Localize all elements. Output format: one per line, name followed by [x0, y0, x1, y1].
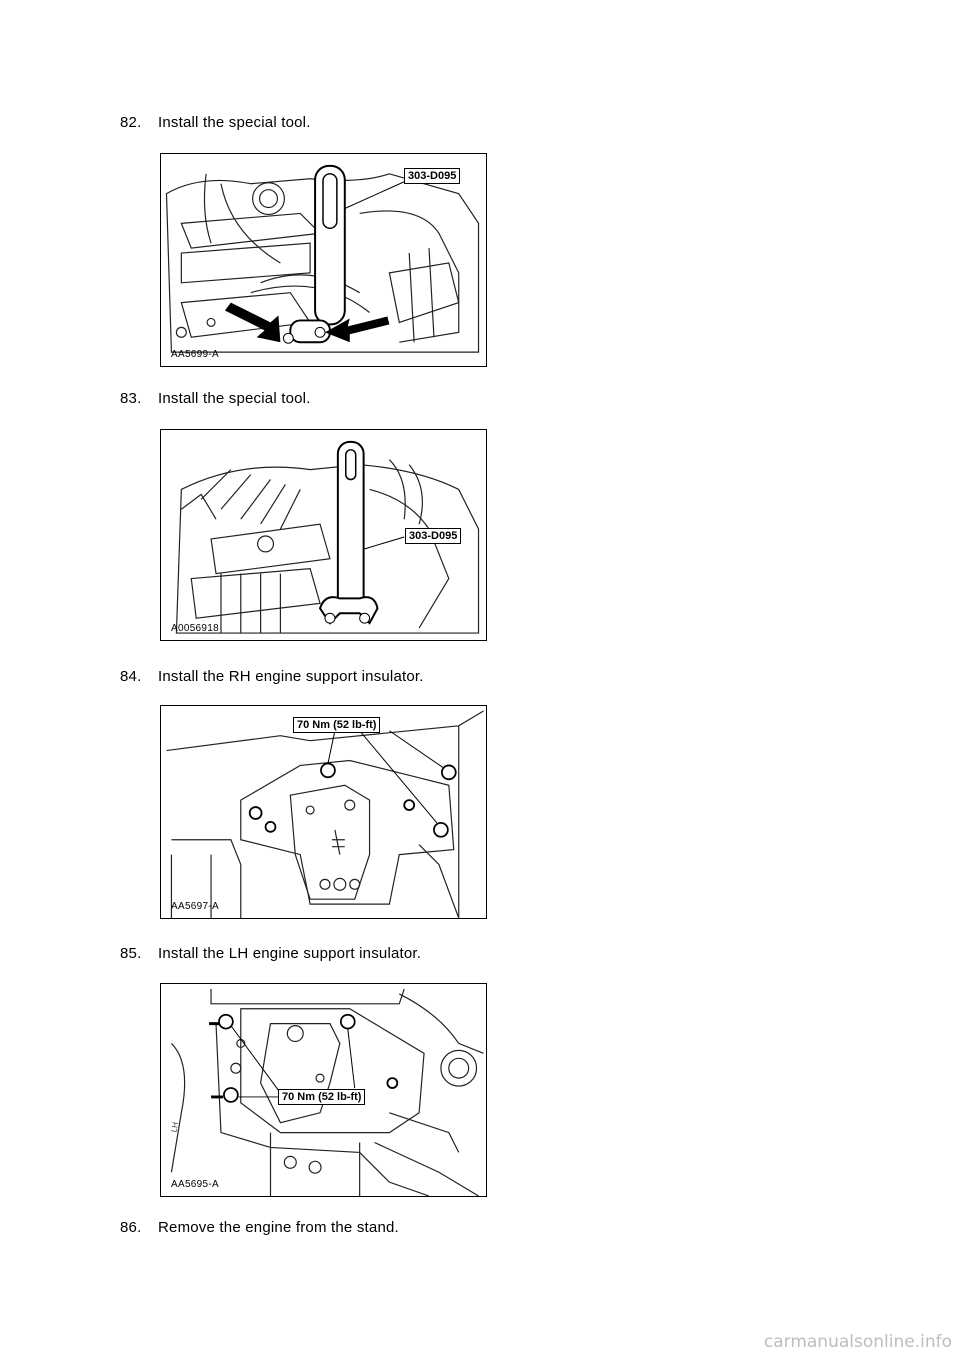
step-number: 86. [120, 1219, 142, 1236]
figure-lh-insulator: LH 70 Nm (52 lb-ft) AA5695-A [160, 983, 487, 1197]
step-82: 82. Install the special tool. [120, 114, 311, 131]
step-84: 84. Install the RH engine support insulat… [120, 668, 424, 685]
figure-id: A0056918 [171, 623, 220, 634]
step-number: 84. [120, 668, 142, 685]
arrow-right [324, 316, 390, 343]
step-85: 85. Install the LH engine support insulat… [120, 945, 421, 962]
step-86: 86. Remove the engine from the stand. [120, 1219, 399, 1236]
figure-rh-insulator: 70 Nm (52 lb-ft) AA5697-A [160, 705, 487, 919]
step-text: Install the special tool. [158, 114, 311, 131]
step-number: 85. [120, 945, 142, 962]
lh-insulator-illustration: LH [169, 988, 484, 1196]
watermark-footer: carmanualsonline.info [763, 1332, 952, 1352]
step-text: Install the special tool. [158, 390, 311, 407]
step-number: 82. [120, 114, 142, 131]
step-text: Install the RH engine support insulator. [158, 668, 424, 685]
tool-callout: 303-D095 [404, 168, 461, 184]
rh-insulator-illustration [166, 710, 484, 918]
tool-callout: 303-D095 [405, 528, 462, 544]
figure-special-tool-1: 303-D095 AA5699-A [160, 153, 487, 367]
engine-illustration-1 [165, 164, 480, 353]
step-number: 83. [120, 390, 142, 407]
wrench-tool [336, 440, 365, 612]
step-text: Remove the engine from the stand. [158, 1219, 399, 1236]
figure-id: AA5695-A [171, 1179, 219, 1190]
engine-illustration-2 [175, 440, 480, 634]
arrow-left [224, 302, 281, 343]
torque-callout: 70 Nm (52 lb-ft) [278, 1089, 366, 1105]
torque-callout: 70 Nm (52 lb-ft) [293, 717, 381, 733]
step-text: Install the LH engine support insulator. [158, 945, 422, 962]
figure-id: AA5699-A [171, 349, 219, 360]
step-83: 83. Install the special tool. [120, 390, 311, 407]
figure-id: AA5697-A [171, 901, 219, 912]
figure-special-tool-2: 303-D095 A0056918 [160, 429, 487, 641]
wrench-tool [314, 164, 346, 326]
svg-text:LH: LH [169, 1121, 180, 1133]
